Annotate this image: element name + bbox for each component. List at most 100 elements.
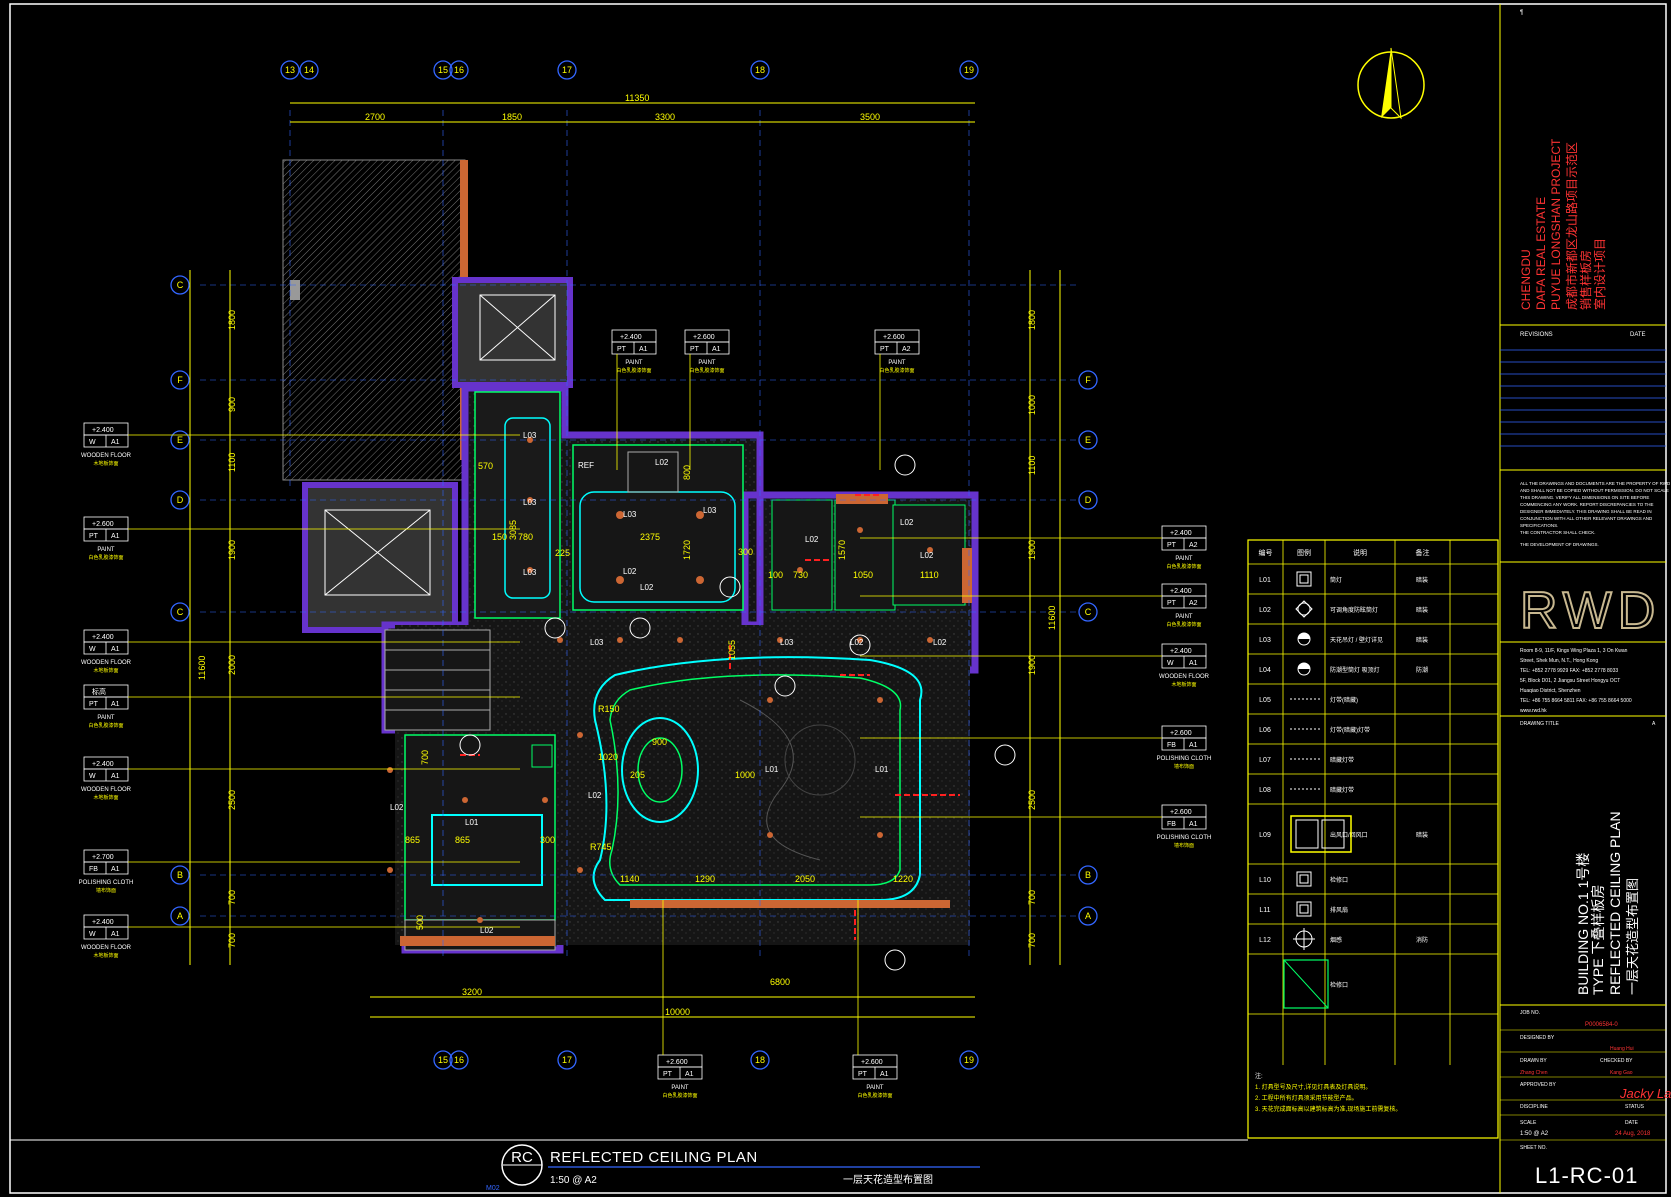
- label-l03-c: L03: [523, 568, 537, 577]
- rwd-logo-text: RWD: [1520, 582, 1661, 640]
- tag-level: +2.600: [693, 334, 715, 341]
- project-name-line: 销售样板房: [1578, 250, 1593, 310]
- label-l02-k: L02: [655, 458, 669, 467]
- legend-frame: [1247, 539, 1499, 1139]
- label-l02-k4: L02: [640, 583, 654, 592]
- legend-header: 备注: [1416, 548, 1430, 557]
- drawing-title-line: REFLECTED CEILING PLAN: [1607, 811, 1623, 995]
- tag-code: W: [89, 773, 96, 780]
- tag-name: PAINT: [1175, 614, 1193, 620]
- chandelier-inner: [637, 737, 683, 803]
- tag-name: WOODEN FLOOR: [81, 787, 132, 793]
- dim-right-total: 11600: [1047, 606, 1057, 630]
- sheet-number: L1-RC-01: [1535, 1163, 1638, 1188]
- tag-cn: 墙布饰面: [1174, 763, 1194, 770]
- legend-desc: 烟感: [1330, 936, 1342, 944]
- revisions-label: REVISIONS: [1520, 332, 1553, 338]
- label-l01-lv6: L01: [875, 765, 889, 774]
- dim-bot-1: 3200: [462, 987, 482, 997]
- tag-level: +2.600: [883, 334, 905, 341]
- legend-note: 暗装: [1416, 576, 1428, 584]
- legend-code: L03: [1259, 637, 1271, 644]
- tag-sheet: A2: [902, 346, 911, 353]
- firm-address-line: Room 8-9, 11/F, Kings Wing Plaza 1, 3 On…: [1520, 648, 1628, 654]
- svg-text:THE CONTRACTOR SHALL CHECK.: THE CONTRACTOR SHALL CHECK.: [1520, 530, 1596, 535]
- dim-1220: 1220: [893, 874, 913, 884]
- grid-bubble-top-18: 18: [750, 60, 770, 80]
- plan-title-cn: 一层天花造型布置图: [843, 1173, 933, 1186]
- legend-header: 图例: [1297, 548, 1311, 557]
- tag-cn: 白色乳胶漆饰面: [88, 554, 123, 561]
- tag-name: POLISHING CLOTH: [79, 880, 134, 886]
- status-label: STATUS: [1625, 1104, 1645, 1110]
- legend-symbol-icon: [1293, 928, 1315, 950]
- scale-value: 1:50 @ A2: [1520, 1131, 1549, 1137]
- grid-bubble-bottom-18: 18: [750, 1050, 770, 1070]
- legend-symbol-icon: [1283, 959, 1329, 1009]
- tag-sheet: A1: [639, 346, 648, 353]
- dim-1140: 1140: [620, 874, 639, 884]
- corridor-ceiling: [474, 391, 561, 619]
- grid-bubble-bottom-16-label: 16: [454, 1055, 464, 1065]
- grid-bubble-left-3: D: [170, 490, 190, 510]
- plan-title: REFLECTED CEILING PLAN: [550, 1149, 758, 1166]
- firm-address-line: TEL: +852 2778 9929 FAX: +852 2778 8033: [1520, 668, 1618, 674]
- grid-bubble-right-1: E: [1078, 430, 1098, 450]
- tag-cn: 木地板饰面: [93, 952, 118, 959]
- designed-by-value: Huang Hui: [1610, 1046, 1634, 1052]
- label-l03-lv2: L03: [780, 638, 794, 647]
- tag-level: +2.400: [1170, 530, 1192, 537]
- tag-code: PT: [1167, 542, 1177, 549]
- label-l02-lv4: L02: [933, 638, 947, 647]
- dim-1110: 1110: [920, 570, 939, 580]
- legend-header: 说明: [1353, 548, 1367, 557]
- grid-bubble-top-13-label: 13: [285, 65, 295, 75]
- drawn-by-value: Zhang Chen: [1520, 1070, 1548, 1076]
- svg-text:ALL THE DRAWINGS AND DOCUMENTS: ALL THE DRAWINGS AND DOCUMENTS ARE THE P…: [1520, 481, 1671, 486]
- project-name-line: DAFA REAL ESTATE: [1534, 197, 1548, 310]
- tag-sheet: A1: [685, 1071, 694, 1078]
- grid-bubble-top-16-label: 16: [454, 65, 464, 75]
- tag-cn: 白色乳胶漆饰面: [857, 1092, 892, 1099]
- tag-sheet: A1: [111, 866, 120, 873]
- dim-2375: 2375: [640, 532, 660, 542]
- tag-sheet: A2: [1189, 542, 1198, 549]
- dim-865-a: 865: [405, 835, 420, 845]
- sheet-no-label: SHEET NO.: [1520, 1145, 1547, 1151]
- stair-hatch: [282, 159, 466, 481]
- dim-r150: R150: [598, 704, 620, 714]
- tag-code: PT: [617, 346, 627, 353]
- grid-bubble-top-15-label: 15: [438, 65, 448, 75]
- legend-symbol-icon: [1297, 662, 1311, 676]
- dim-right-2: 1000: [1027, 395, 1037, 415]
- grid-bubble-right-3-label: C: [1085, 607, 1092, 617]
- dim-top-4: 3500: [860, 112, 880, 122]
- tag-name: PAINT: [625, 360, 643, 366]
- tag-name: PAINT: [866, 1085, 884, 1091]
- drawing-title-line: BUILDING NO.1 1号楼: [1575, 853, 1591, 995]
- svg-text:THE DEVELOPMENT OF DRAWINGS.: THE DEVELOPMENT OF DRAWINGS.: [1520, 542, 1599, 547]
- legend-note-line: 注:: [1255, 1072, 1263, 1080]
- legend-desc: 灯带(暗藏)灯带: [1330, 726, 1370, 734]
- tag-cn: 白色乳胶漆饰面: [662, 1092, 697, 1099]
- legend-desc: 筒灯: [1330, 576, 1342, 584]
- tb-corner-mark: ¶: [1520, 10, 1523, 16]
- project-name-line: CHENGDU: [1519, 249, 1533, 310]
- grid-bubble-left-0: C: [170, 275, 190, 295]
- grid-bubble-top-16: 16: [449, 60, 469, 80]
- label-l01-d1: L01: [465, 818, 479, 827]
- sheet-border: [9, 3, 1667, 1194]
- dim-700: 700: [420, 750, 430, 765]
- legend-code: L01: [1259, 577, 1271, 584]
- plan-dims: 570 3085 780 150 225 2375 1720 800 300 1…: [405, 461, 939, 930]
